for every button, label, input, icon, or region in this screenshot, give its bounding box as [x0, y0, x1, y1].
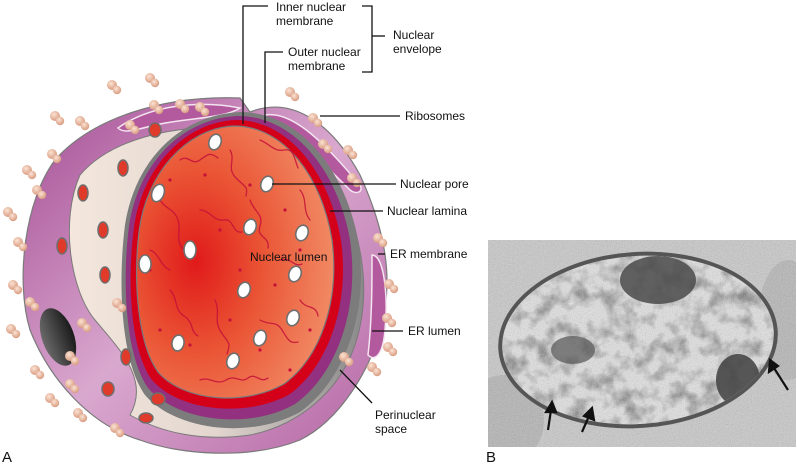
label-er-membrane: ER membrane [390, 247, 468, 261]
label-outer-nuclear-membrane: Outer nuclear membrane [288, 45, 361, 73]
er-cisterna-right-bottom [367, 254, 387, 359]
label-nuclear-lumen: Nuclear lumen [250, 250, 328, 264]
label-leader-lines [242, 5, 403, 404]
label-nuclear-envelope: Nuclear envelope [393, 28, 442, 56]
annulate-pores [56, 122, 166, 424]
electron-micrograph [488, 240, 796, 447]
label-nuclear-lamina: Nuclear lamina [387, 204, 468, 218]
chromatin-fibers [149, 139, 319, 383]
nucleus-interior [136, 125, 335, 399]
nucleolus-dots [148, 173, 312, 372]
label-ribosomes: Ribosomes [405, 109, 466, 123]
label-perinuclear-space: Perinuclear space [375, 408, 436, 436]
label-nuclear-pore: Nuclear pore [400, 177, 469, 191]
label-er-lumen: ER lumen [408, 324, 461, 338]
panel-label-a: A [2, 449, 13, 466]
er-vesicle [39, 308, 77, 366]
panel-label-b: B [486, 449, 497, 466]
nuclear-pores [138, 133, 310, 370]
label-inner-nuclear-membrane: Inner nuclear membrane [276, 0, 347, 28]
